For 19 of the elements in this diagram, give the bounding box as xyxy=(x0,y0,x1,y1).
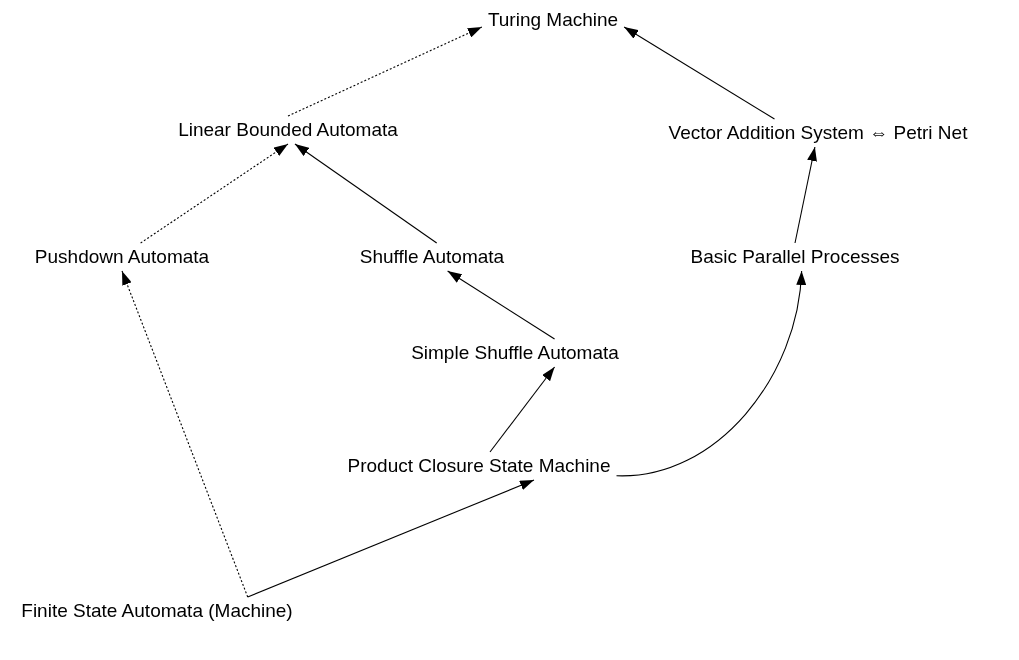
dotted-arrow xyxy=(287,26,483,117)
node-label: Basic Parallel Processes xyxy=(684,243,906,271)
arrow xyxy=(489,366,556,453)
node-label: Vector Addition System ⇔ Petri Net xyxy=(662,119,974,147)
dotted-arrow xyxy=(121,270,249,598)
arrow xyxy=(247,479,535,598)
dotted-arrow xyxy=(140,143,289,244)
node-label: Pushdown Automata xyxy=(28,243,216,271)
node-label: Linear Bounded Automata xyxy=(172,116,404,144)
node-label: Finite State Automata (Machine) xyxy=(15,597,299,625)
node-label: Turing Machine xyxy=(481,6,625,34)
arrow xyxy=(294,143,438,244)
node-label: Simple Shuffle Automata xyxy=(405,339,625,367)
node-label: Product Closure State Machine xyxy=(341,452,617,480)
node-label: Shuffle Automata xyxy=(353,243,511,271)
arrow xyxy=(623,26,776,120)
arrow xyxy=(447,270,556,340)
arrow xyxy=(794,146,817,244)
curved-arrow xyxy=(615,270,806,477)
